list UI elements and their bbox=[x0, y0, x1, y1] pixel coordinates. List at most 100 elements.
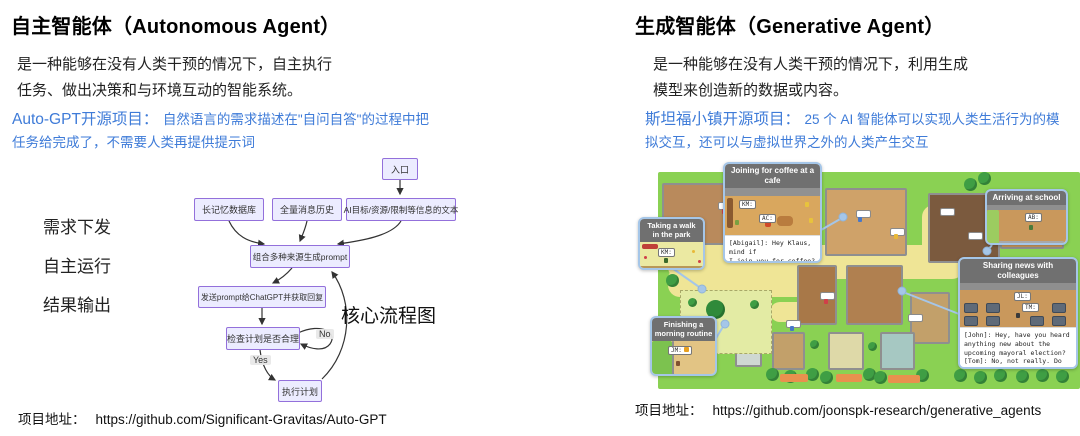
flowchart-caption: 核心流程图 bbox=[341, 306, 437, 327]
speech-bubble: AC: bbox=[759, 214, 776, 223]
left-footer-label: 项目地址： bbox=[18, 412, 86, 427]
callout-cafe-scene: KM: AC: bbox=[725, 188, 820, 235]
map-tree bbox=[766, 368, 779, 381]
desk-decor bbox=[1030, 316, 1044, 326]
map-tree bbox=[688, 298, 697, 307]
speech-bubble bbox=[908, 314, 923, 322]
fence-decor bbox=[640, 265, 703, 268]
map-tree bbox=[964, 178, 977, 191]
autogpt-flowchart: 入口 长记忆数据库 全量消息历史 AI目标/资源/限制等信息的文本 组合多种来源… bbox=[180, 152, 500, 404]
map-tree bbox=[750, 300, 759, 309]
desk-decor bbox=[1052, 303, 1066, 313]
map-tree bbox=[1036, 369, 1049, 382]
map-building bbox=[825, 188, 907, 256]
left-highlight: Auto-GPT开源项目： 自然语言的需求描述在"自问自答"的过程中把 任务给完… bbox=[12, 107, 472, 155]
map-tree bbox=[1016, 370, 1029, 383]
desk-decor bbox=[1052, 316, 1066, 326]
agent-sprite bbox=[1016, 313, 1020, 318]
desk-decor bbox=[964, 316, 978, 326]
map-tree bbox=[1056, 370, 1069, 383]
smallville-map: Taking a walk in the park KM: Joining fo… bbox=[638, 162, 1080, 389]
map-building bbox=[846, 265, 903, 325]
map-building bbox=[772, 332, 805, 370]
map-tree bbox=[820, 371, 833, 384]
right-footer-label: 项目地址： bbox=[635, 403, 703, 418]
speech-bubble: AB: bbox=[1025, 213, 1042, 222]
left-project-url: https://github.com/Significant-Gravitas/… bbox=[95, 412, 387, 427]
banner-decor bbox=[642, 243, 658, 249]
agent-sprite bbox=[664, 257, 668, 263]
callout-routine: Finishing a morning routine JM: bbox=[650, 316, 717, 376]
agent-sprite bbox=[894, 234, 898, 239]
flow-node-memory: 长记忆数据库 bbox=[194, 198, 264, 221]
map-tree bbox=[706, 300, 725, 319]
flower-decor bbox=[644, 255, 647, 259]
agent-sprite bbox=[824, 299, 828, 304]
flower-decor bbox=[698, 259, 701, 263]
callout-sharing-dialogue: [John]: Hey, have you heard anything new… bbox=[960, 327, 1076, 367]
right-footer: 项目地址： https://github.com/joonspk-research… bbox=[635, 399, 1041, 419]
flow-node-check: 检查计划是否合理 bbox=[226, 327, 300, 350]
agent-sprite bbox=[858, 217, 862, 222]
map-tree bbox=[666, 274, 679, 287]
callout-sharing: Sharing news with colleagues JL: TM: [Jo… bbox=[958, 257, 1078, 369]
callout-walk-title: Taking a walk in the park bbox=[640, 219, 703, 242]
speech-bubble: KM: bbox=[658, 247, 675, 257]
speech-bubble: JM: bbox=[668, 345, 692, 355]
flow-edge-label-yes: Yes bbox=[250, 355, 271, 365]
map-tree bbox=[874, 371, 887, 384]
agent-sprite bbox=[809, 218, 813, 223]
speech-bubble-label: JM: bbox=[671, 346, 682, 354]
agent-sprite bbox=[1029, 225, 1033, 230]
right-highlight-lead: 斯坦福小镇开源项目： bbox=[645, 111, 801, 128]
speech-bubble bbox=[940, 208, 955, 216]
speech-bubble: JL: bbox=[1014, 292, 1031, 301]
agent-sprite bbox=[676, 360, 680, 366]
wall-decor bbox=[672, 340, 674, 374]
callout-school: Arriving at school AB: bbox=[985, 189, 1068, 245]
right-project-url: https://github.com/joonspk-research/gene… bbox=[712, 403, 1042, 418]
map-building bbox=[828, 332, 864, 370]
flow-node-combine: 组合多种来源生成prompt bbox=[250, 245, 350, 268]
step-label: 需求下发 bbox=[43, 218, 111, 237]
lock-icon bbox=[683, 346, 689, 352]
left-title: 自主智能体（Autonomous Agent） bbox=[11, 16, 341, 38]
table-decor bbox=[777, 216, 793, 226]
callout-cafe-dialogue: [Abigail]: Hey Klaus, mind if I join you… bbox=[725, 235, 820, 261]
map-tree bbox=[810, 340, 819, 349]
callout-routine-title: Finishing a morning routine bbox=[652, 318, 715, 341]
left-description: 是一种能够在没有人类干预的情况下，自主执行 任务、做出决策和与环境互动的智能系统… bbox=[17, 56, 333, 99]
yard-decor bbox=[652, 340, 672, 374]
step-label: 结果输出 bbox=[43, 296, 111, 315]
callout-routine-scene: JM: bbox=[652, 340, 715, 374]
callout-walk: Taking a walk in the park KM: bbox=[638, 217, 705, 270]
wall-decor bbox=[725, 188, 820, 196]
map-awning bbox=[780, 374, 808, 382]
map-awning bbox=[836, 374, 862, 382]
wall-decor bbox=[960, 283, 1076, 290]
desk-decor bbox=[986, 303, 1000, 313]
wall-decor bbox=[987, 205, 1066, 210]
flow-node-goal: AI目标/资源/限制等信息的文本 bbox=[344, 198, 458, 221]
hedge-decor bbox=[987, 210, 999, 243]
flower-decor bbox=[692, 249, 695, 253]
map-tree bbox=[978, 172, 991, 185]
callout-walk-scene: KM: bbox=[640, 241, 703, 268]
right-title: 生成智能体（Generative Agent） bbox=[635, 16, 945, 38]
map-awning bbox=[888, 375, 920, 383]
map-tree bbox=[994, 369, 1007, 382]
map-tree bbox=[806, 368, 819, 381]
map-tree bbox=[868, 342, 877, 351]
speech-bubble: TM: bbox=[1022, 303, 1039, 312]
desk-decor bbox=[986, 316, 1000, 326]
callout-school-scene: AB: bbox=[987, 205, 1066, 243]
floor-decor bbox=[999, 241, 1064, 243]
left-step-list: 需求下发 自主运行 结果输出 bbox=[43, 213, 111, 330]
right-highlight: 斯坦福小镇开源项目： 25 个 AI 智能体可以实现人类生活行为的模 拟交互，还… bbox=[645, 107, 1075, 155]
map-tree bbox=[974, 371, 987, 384]
callout-sharing-title: Sharing news with colleagues bbox=[960, 259, 1076, 283]
speech-bubble: KM: bbox=[739, 200, 756, 209]
counter-decor bbox=[727, 198, 733, 228]
callout-school-title: Arriving at school bbox=[987, 191, 1066, 205]
